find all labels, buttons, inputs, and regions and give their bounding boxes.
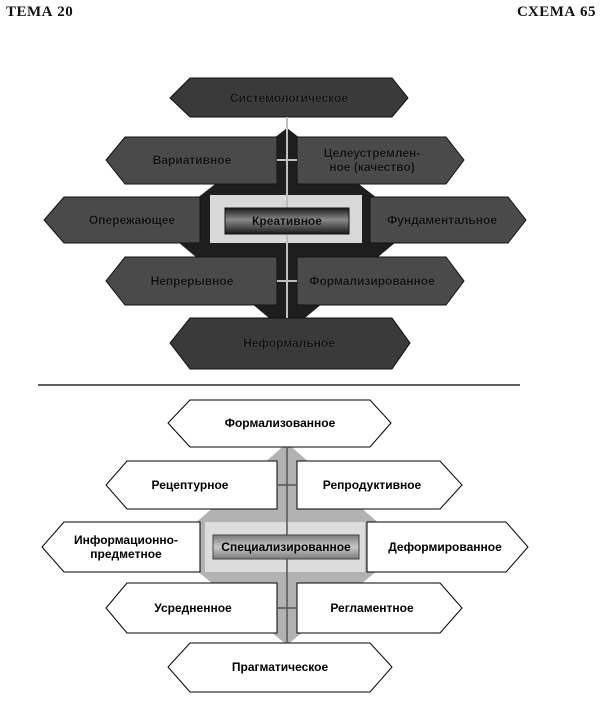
top-item-upper-left-label: Вариативное (152, 153, 232, 167)
bottom-item-upper-right-shape (296, 460, 463, 510)
top-item-top-label: Системологическое (229, 91, 349, 105)
top-item-right-shape (369, 196, 527, 244)
top-item-left-shape (43, 196, 201, 244)
top-item-lower-left-label: Непрерывное (150, 274, 234, 288)
bottom-item-upper-left-label: Рецептурное (151, 478, 229, 492)
bottom-item-lower-right-shape (296, 582, 463, 634)
top-item-bottom-shape (169, 317, 411, 370)
bottom-center-label: Специализированное (221, 540, 351, 554)
top-diagram (43, 77, 527, 370)
bottom-item-lower-right-label: Регламентное (330, 601, 414, 615)
top-item-lower-right-shape (296, 256, 465, 306)
bottom-diagram (41, 399, 529, 693)
top-item-bottom-label: Неформальное (243, 336, 335, 350)
bottom-item-top-label: Формализованное (224, 416, 336, 430)
top-center-bar (224, 207, 350, 235)
top-center-label: Креативное (252, 214, 322, 228)
page-header-topic: ТЕМА 20 (6, 4, 74, 20)
top-item-upper-right-label: Целеустремлен- ное (качество) (323, 146, 421, 174)
bottom-item-bottom-label: Прагматическое (231, 660, 329, 674)
bottom-item-upper-left-shape (105, 460, 278, 510)
top-item-lower-right-label: Формализированное (309, 274, 435, 288)
top-item-upper-left-shape (105, 136, 278, 185)
page-header-scheme: СХЕМА 65 (516, 4, 596, 20)
top-item-upper-right-shape (296, 136, 465, 185)
bottom-item-left-label: Информационно- предметное (73, 533, 179, 561)
bottom-item-left-shape (41, 521, 201, 573)
bottom-item-right-shape (366, 521, 529, 573)
bottom-center-bar (212, 534, 360, 560)
bottom-item-top-shape (167, 399, 392, 448)
bottom-item-lower-left-label: Усредненное (154, 601, 232, 615)
top-item-left-label: Опережающее (88, 213, 176, 227)
bottom-item-upper-right-label: Репродуктивное (322, 478, 422, 492)
bottom-item-lower-left-shape (105, 582, 278, 634)
top-item-top-shape (169, 77, 409, 118)
bottom-item-bottom-shape (167, 642, 393, 693)
top-item-right-label: Фундаментальное (386, 213, 498, 227)
top-item-lower-left-shape (105, 256, 278, 306)
bottom-item-right-label: Деформированное (388, 540, 502, 554)
